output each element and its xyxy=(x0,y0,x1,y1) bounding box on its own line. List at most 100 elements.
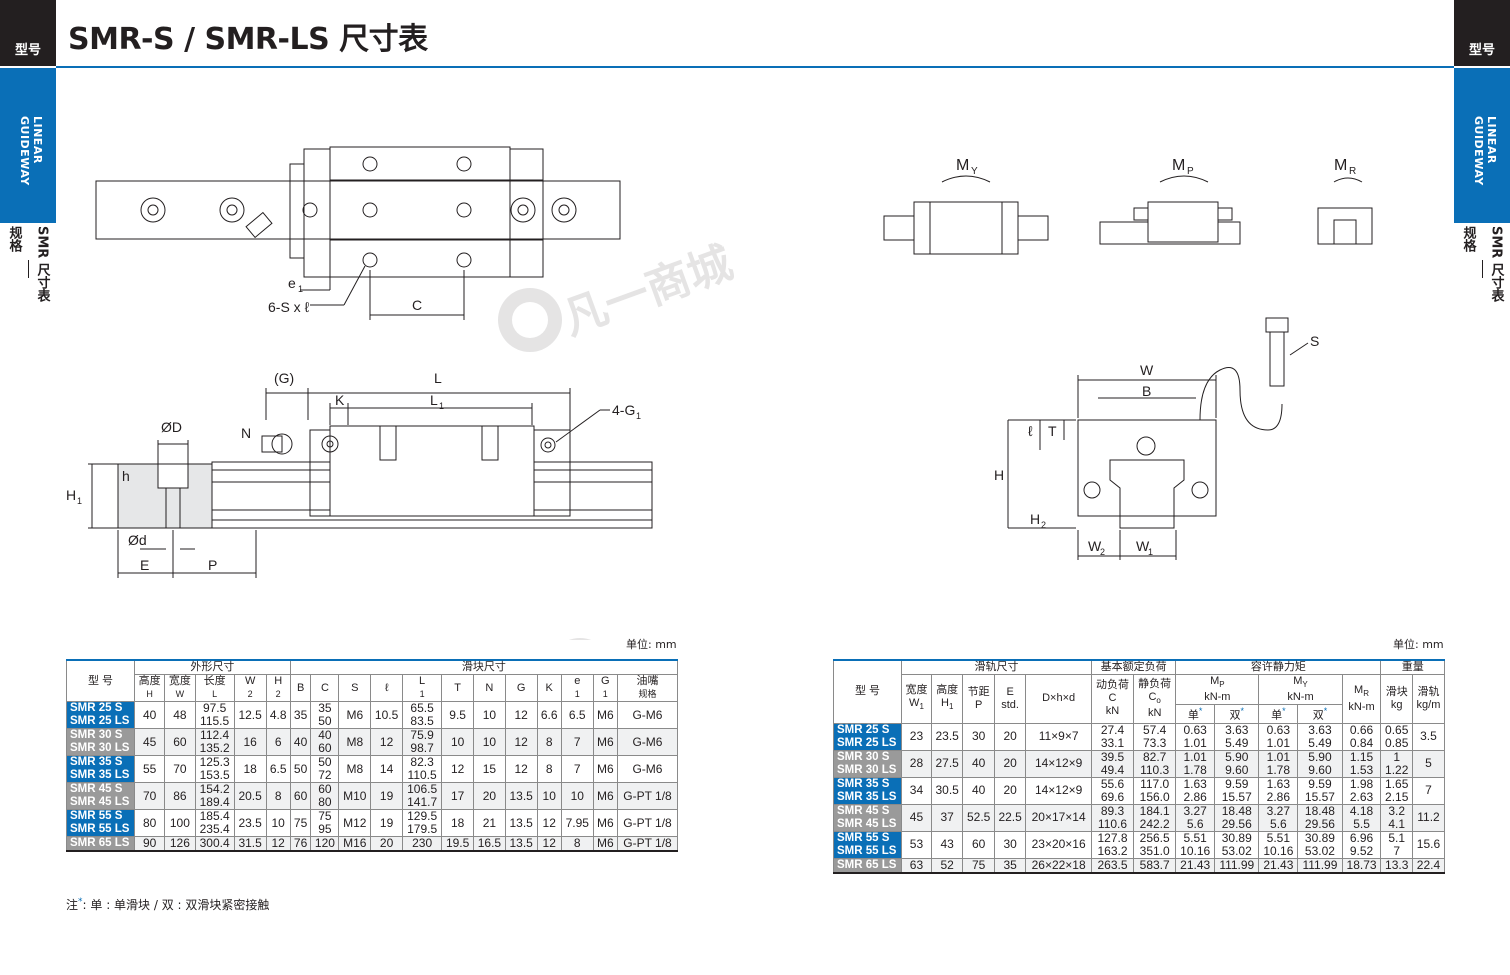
value-cell: M8 xyxy=(338,755,372,783)
cell-value: 1.01 xyxy=(1266,735,1291,750)
value-cell: 14×12×9 xyxy=(1025,749,1092,778)
column-title: 滑轨 xyxy=(1417,685,1440,698)
header-load: 基本额定负荷 xyxy=(1090,659,1177,675)
column-symbol: 规格 xyxy=(638,689,657,699)
cell-value: 156.0 xyxy=(1139,789,1170,804)
value-cell: G-M6 xyxy=(616,728,679,756)
cell-value: 13.5 xyxy=(509,836,533,850)
cell-value: 1.78 xyxy=(1266,762,1291,777)
cell-value: 5.51 xyxy=(1266,830,1291,845)
model-name: SMR 25 S xyxy=(837,723,890,736)
label-my-sub: Y xyxy=(971,166,978,177)
value-cell: 17 xyxy=(441,782,475,810)
cell-value: 52.5 xyxy=(966,810,991,825)
column-symbol: 1 xyxy=(419,689,425,699)
value-cell: M6 xyxy=(592,782,618,810)
value-cell: 16.5 xyxy=(473,836,506,852)
cell-value: 117.0 xyxy=(1140,776,1170,791)
cell-value: 5.90 xyxy=(1308,749,1332,764)
value-cell: M10 xyxy=(338,782,372,810)
cell-value: 9.5 xyxy=(449,707,466,722)
footnote: 注*: 单 : 单滑块 / 双 : 双滑块紧密接触 xyxy=(66,896,269,913)
value-cell: M8 xyxy=(338,728,372,756)
side-view-drawing xyxy=(88,388,653,578)
cell-value: 7 xyxy=(573,734,581,749)
cell-value: 14 xyxy=(379,761,394,776)
value-cell: 20 xyxy=(993,722,1027,751)
watermark-text: 凡一商城 xyxy=(557,238,739,344)
cell-value: 76 xyxy=(293,836,308,850)
dim-n: N xyxy=(241,425,251,441)
cell-value: 60 xyxy=(173,734,187,749)
column-header: S xyxy=(338,674,372,702)
cell-value: 0.85 xyxy=(1385,735,1409,750)
value-cell: G-PT 1/8 xyxy=(616,782,679,810)
value-cell: 50 xyxy=(289,755,312,783)
cell-value: G-M6 xyxy=(632,707,663,722)
column-header: T xyxy=(441,674,475,702)
value-cell: 100 xyxy=(164,809,196,837)
cell-value: M6 xyxy=(596,761,614,776)
cell-value: 37 xyxy=(940,810,954,825)
value-cell: 126 xyxy=(164,836,196,852)
model-name: SMR 55 S xyxy=(70,810,123,822)
cell-value: 40 xyxy=(318,728,332,742)
cell-value: 52 xyxy=(940,857,954,872)
cell-value: 73.3 xyxy=(1142,735,1167,750)
value-cell: 16 xyxy=(233,728,267,756)
dim-h-small: h xyxy=(122,468,130,484)
cell-value: 23.5 xyxy=(935,729,959,744)
value-cell: 15 xyxy=(473,755,506,783)
cell-value: 1.01 xyxy=(1183,749,1207,764)
cell-value: 20×17×14 xyxy=(1031,810,1086,825)
model-cell: SMR 65 LS xyxy=(833,857,902,874)
dim-l-ell: ℓ xyxy=(1028,423,1033,439)
cell-value: 125.3 xyxy=(199,755,230,769)
value-cell: 230 xyxy=(401,836,443,852)
cell-value: M8 xyxy=(346,734,364,749)
column-title: 高度 xyxy=(936,684,959,697)
value-cell: 10 xyxy=(473,728,506,756)
value-cell: 75 xyxy=(289,809,312,837)
value-cell: 15.6 xyxy=(1411,830,1446,859)
cell-value: 31.5 xyxy=(238,836,262,850)
model-tab-left[interactable]: 型号 xyxy=(0,0,56,66)
section-tab-left[interactable]: LINEAR GUIDEWAY xyxy=(0,68,56,223)
value-cell: 8 xyxy=(265,782,291,810)
value-cell: M6 xyxy=(592,809,618,837)
cell-value: 39.5 xyxy=(1100,749,1125,764)
cell-value: 75 xyxy=(318,809,332,823)
cell-value: 18.48 xyxy=(1221,803,1252,818)
cell-value: M6 xyxy=(596,836,614,850)
cell-value: 53 xyxy=(909,837,924,852)
cell-value: 3.5 xyxy=(1420,729,1437,744)
cell-value: 55 xyxy=(142,761,157,776)
value-cell: 31.5 xyxy=(233,836,267,852)
column-unit: kN-m xyxy=(1287,691,1314,704)
cell-value: 12 xyxy=(271,836,285,850)
cell-value: 3.63 xyxy=(1225,722,1249,737)
cell-value: 12 xyxy=(542,815,556,830)
value-cell: 111.99 xyxy=(1297,857,1343,874)
cell-value: 4.18 xyxy=(1349,803,1374,818)
dim-h1: H xyxy=(66,487,76,503)
model-tab-right[interactable]: 型号 xyxy=(1454,0,1510,66)
column-title: D×h×d xyxy=(1042,692,1076,705)
section-tab-right[interactable]: LINEAR GUIDEWAY xyxy=(1454,68,1510,223)
cell-value: G-PT 1/8 xyxy=(623,815,672,830)
model-name: SMR 65 LS xyxy=(70,837,130,849)
note-prefix: 注 xyxy=(66,898,79,912)
